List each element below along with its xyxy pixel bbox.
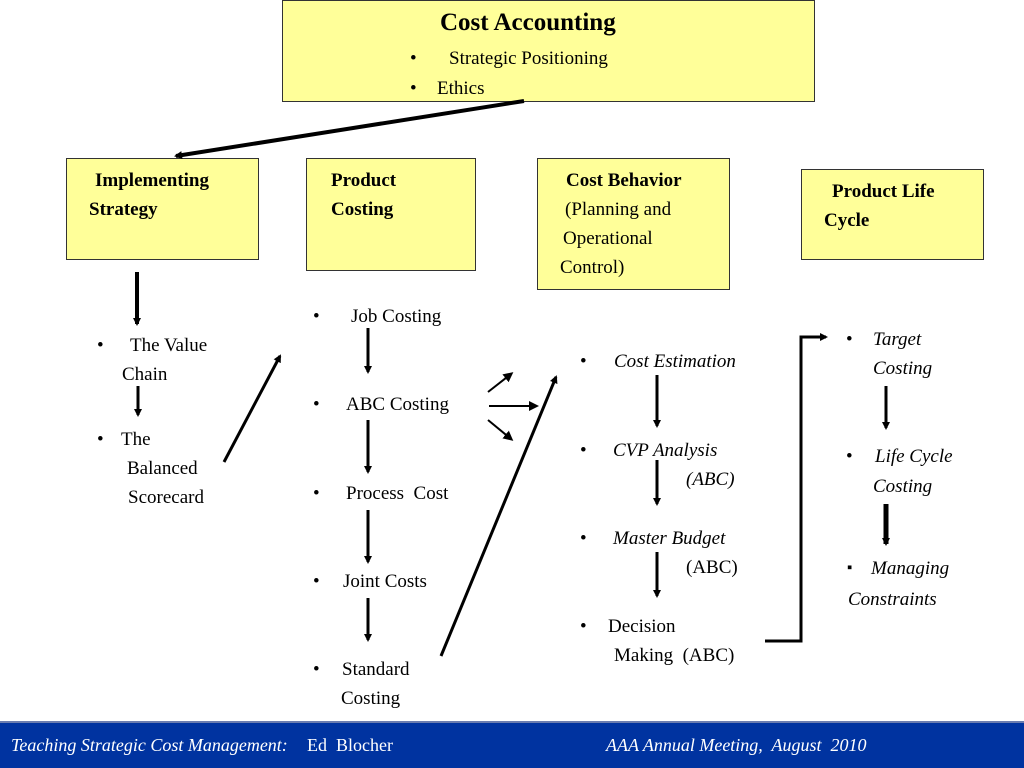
product-costing-box [306,158,476,271]
bullet: • [313,571,320,592]
arrow-abc-fan-up [487,372,514,393]
implementing-strategy-box [66,158,259,260]
implementing-header-line1: Implementing [95,170,209,191]
decision-making-line2: Making (ABC) [614,645,735,666]
balanced-scorecard-line1: The [121,429,151,450]
managing-constraints-line1: Managing [871,558,950,579]
cost-accounting-title: Cost Accounting [440,9,616,36]
target-costing-line1: Target [873,329,922,350]
square-bullet: ▪ [847,560,853,576]
joint-costs: Joint Costs [343,571,427,592]
life-cycle-costing-line2: Costing [873,476,933,497]
product-life-cycle-header-line1: Product Life [832,181,935,202]
decision-making-line1: Decision [608,616,676,637]
abc-costing: ABC Costing [346,394,449,415]
bullet: • [580,351,587,372]
cost-behavior-header-line2: (Planning and [565,199,672,220]
arrow-standard-to-cost-behavior [439,375,558,657]
life-cycle-costing-line1: Life Cycle [875,446,953,467]
footer-presentation-title: Teaching Strategic Cost Management: [11,735,288,755]
cost-behavior-header-line4: Control) [560,257,625,278]
bullet: • [410,78,417,99]
balanced-scorecard-line2: Balanced [127,458,198,479]
top-item-ethics: Ethics [437,78,485,99]
product-life-cycle-box [801,169,984,260]
arrow-decision-to-life-cycle [765,333,828,643]
bullet: • [97,429,104,450]
managing-constraints-line2: Constraints [848,589,937,610]
cost-estimation: Cost Estimation [614,351,736,372]
product-life-cycle-header-line2: Cycle [824,210,870,231]
arrow-top-to-implementing [174,99,525,160]
bullet: • [97,335,104,356]
implementing-header-line2: Strategy [89,199,158,220]
process-cost: Process Cost [346,483,449,504]
product-costing-header-line1: Product [331,170,397,191]
footer-author: Ed Blocher [307,735,393,755]
bullet: • [313,306,320,327]
bullet: • [580,528,587,549]
bullet: • [313,394,320,415]
cost-behavior-box [537,158,730,290]
bullet: • [580,616,587,637]
bullet: • [313,659,320,680]
cost-behavior-header-line1: Cost Behavior [566,170,682,191]
bullet: • [846,446,853,467]
arrow-abc-fan-down [487,419,514,441]
standard-costing-line2: Costing [341,688,401,709]
product-costing-header-line2: Costing [331,199,394,220]
master-budget-line1: Master Budget [613,528,726,549]
cvp-analysis-line2: (ABC) [686,469,735,490]
bullet: • [313,483,320,504]
balanced-scorecard-line3: Scorecard [128,487,204,508]
bullet: • [410,48,417,69]
job-costing: Job Costing [351,306,442,327]
bullet: • [580,440,587,461]
bullet: • [846,329,853,350]
master-budget-line2: (ABC) [686,557,738,578]
cost-behavior-header-line3: Operational [563,228,653,249]
cvp-analysis-line1: CVP Analysis [613,440,718,461]
footer-meeting: AAA Annual Meeting, August 2010 [606,735,867,755]
arrow-scorecard-to-product-costing [222,354,282,463]
footer-bar: Teaching Strategic Cost Management: Ed B… [0,721,1024,768]
target-costing-line2: Costing [873,358,933,379]
standard-costing-line1: Standard [342,659,410,680]
value-chain-line2: Chain [122,364,168,385]
value-chain-line1: The Value [130,335,208,356]
top-item-strategic-positioning: Strategic Positioning [449,48,608,69]
cost-accounting-box [282,0,815,102]
